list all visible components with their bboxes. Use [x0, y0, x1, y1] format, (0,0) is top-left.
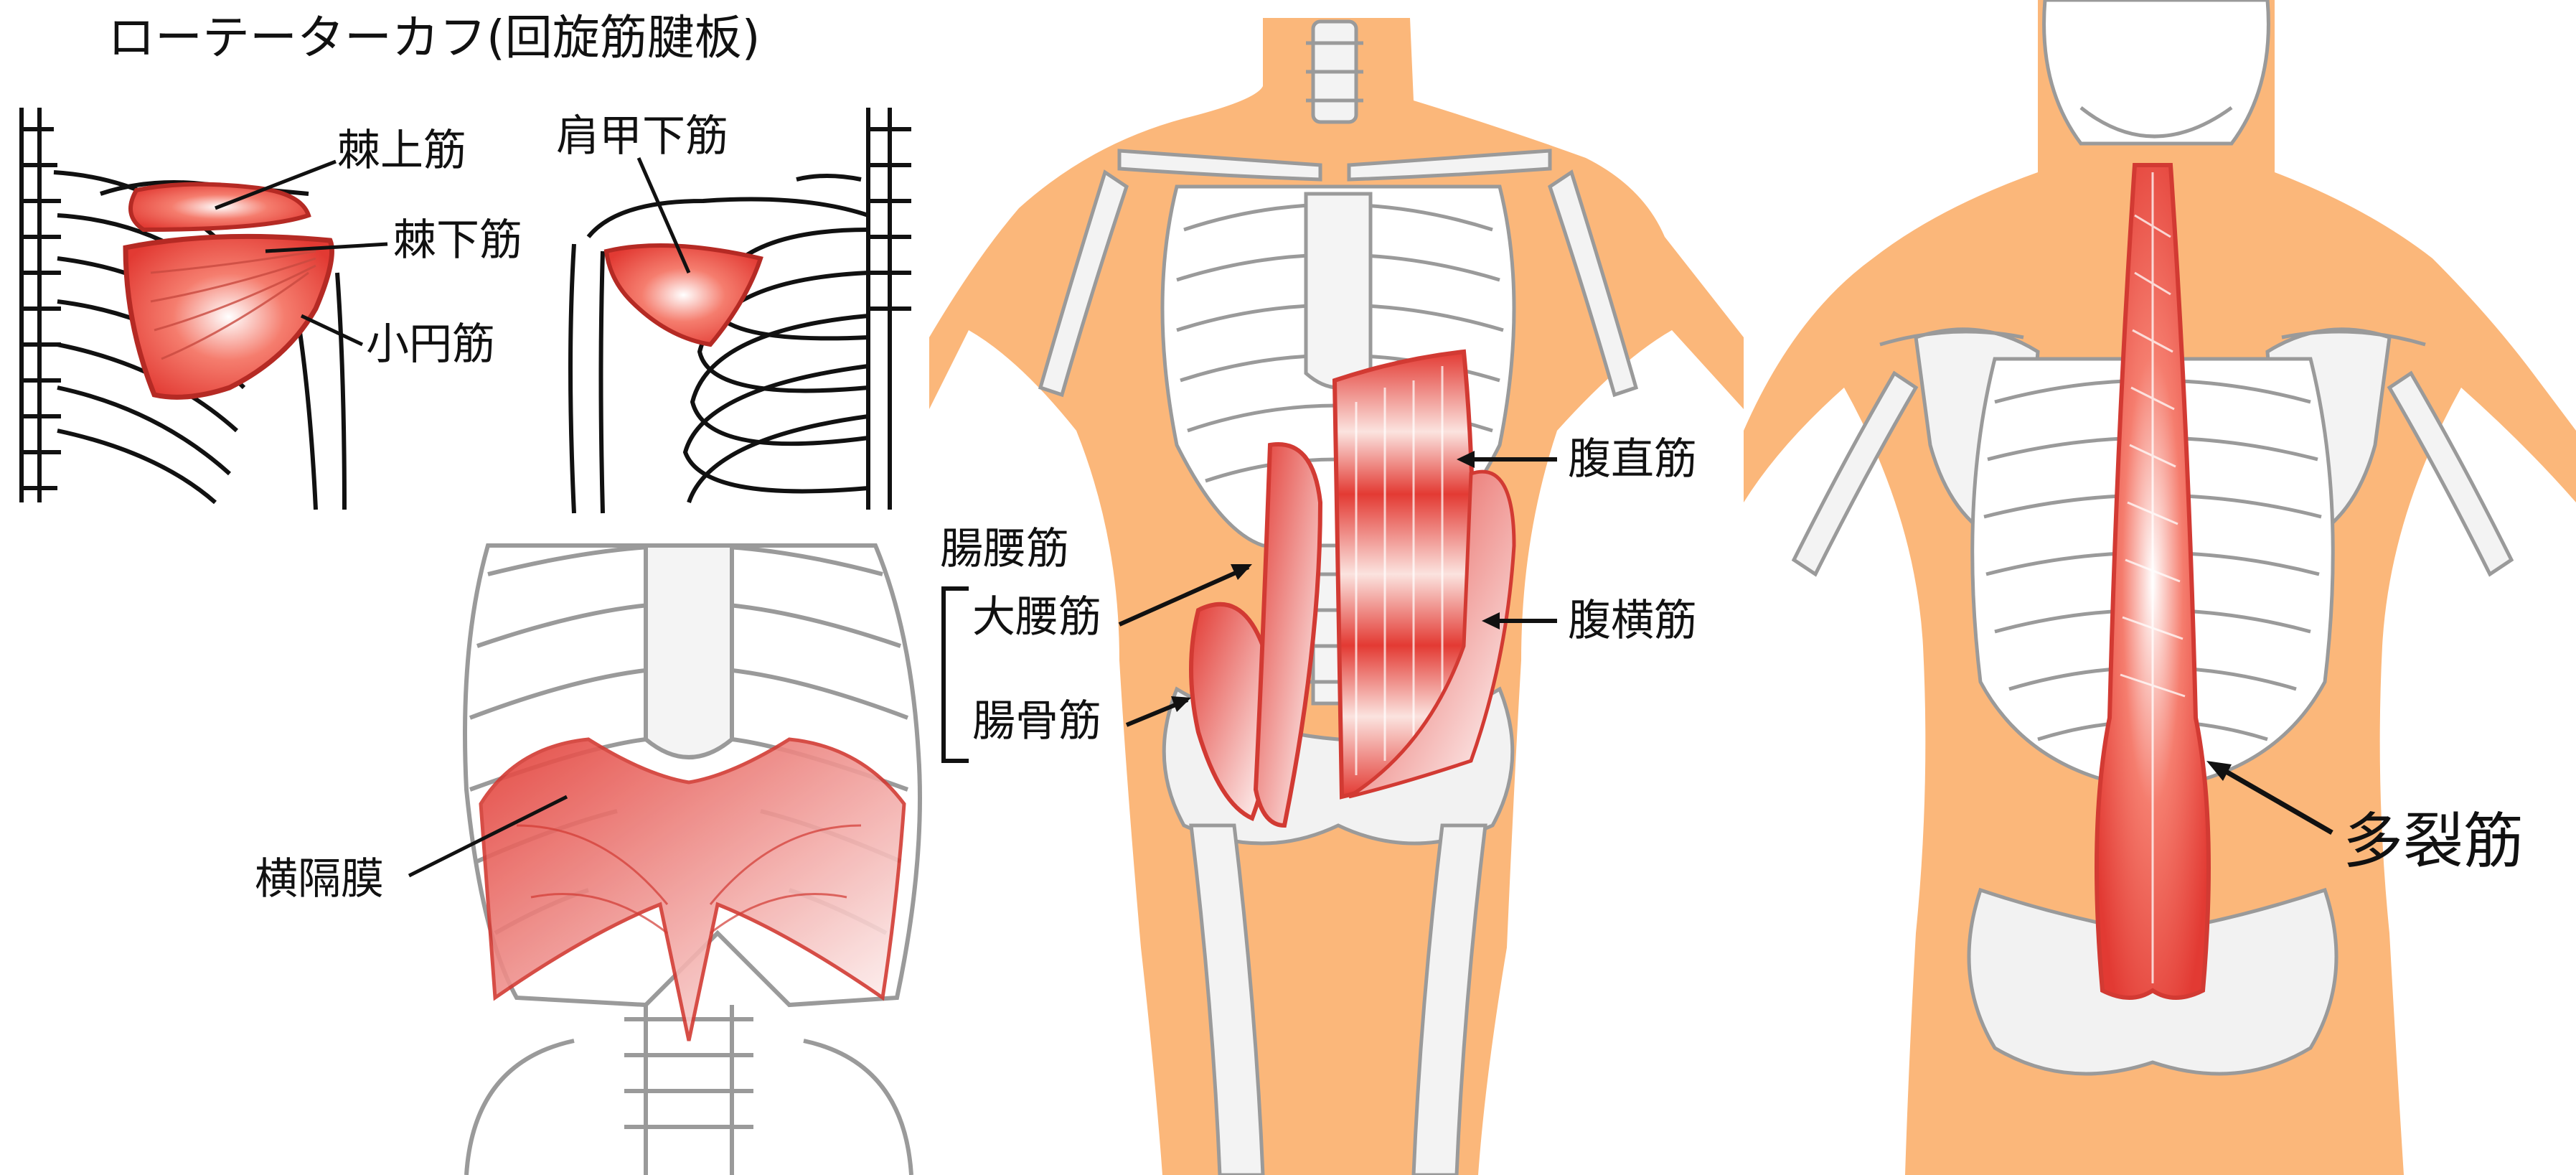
- label-rectus-abdominis: 腹直筋: [1568, 434, 1697, 484]
- front-core-figure: [929, 18, 1744, 1175]
- diaphragm-muscle: [479, 737, 906, 1041]
- diaphragm-ribcage: [408, 543, 922, 1175]
- label-iliacus: 腸骨筋: [972, 696, 1101, 746]
- label-psoas-major: 大腰筋: [972, 592, 1101, 642]
- label-multifidus: 多裂筋: [2343, 806, 2524, 876]
- rotator-cuff-front-view: [568, 108, 911, 514]
- infraspinatus-muscle: [123, 233, 334, 400]
- label-supraspinatus: 棘上筋: [337, 126, 466, 176]
- subscapularis-muscle: [603, 243, 763, 347]
- psoas-major-muscle: [1253, 442, 1323, 828]
- label-transversus-abdominis: 腹横筋: [1568, 596, 1697, 646]
- label-teres-minor: 小円筋: [366, 319, 495, 370]
- back-core-figure: [1744, 0, 2576, 1175]
- label-diaphragm: 横隔膜: [255, 854, 384, 904]
- label-iliopsoas-group: 腸腰筋: [940, 524, 1069, 574]
- rotator-cuff-title: ローテーターカフ(回旋筋腱板): [108, 10, 761, 65]
- rotator-cuff-back-view: [19, 108, 388, 510]
- transversus-abdominis-muscle: [1348, 469, 1516, 799]
- iliacus-muscle: [1189, 601, 1274, 822]
- label-subscapularis: 肩甲下筋: [556, 111, 728, 161]
- label-infraspinatus: 棘下筋: [393, 215, 522, 266]
